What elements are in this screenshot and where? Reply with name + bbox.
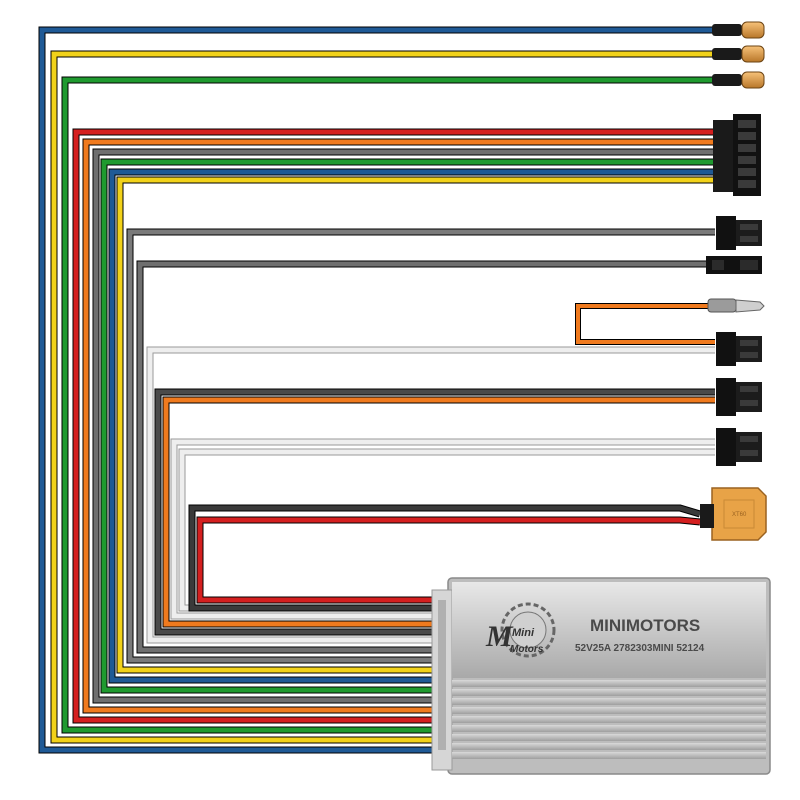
- three-pin-connector-a: [716, 216, 762, 250]
- minimotors-logo: M Mini Motors: [485, 602, 556, 658]
- bullet-connector-group: [707, 21, 765, 313]
- logo-text-bottom: Motors: [510, 644, 544, 655]
- three-pin-connector-b: [716, 332, 762, 366]
- spec-label: 52V25A 2782303MINI 52124: [575, 643, 705, 654]
- xt60-connector: XT60: [700, 487, 767, 541]
- three-pin-connector-c: [716, 378, 762, 416]
- three-pin-connector-d: [716, 428, 762, 466]
- wire-orange-loop: [575, 303, 715, 345]
- logo-text-top: Mini: [512, 627, 535, 639]
- controller-box: M Mini Motors MINIMOTORS 52V25A 2782303M…: [431, 577, 771, 775]
- bullet-connector-1: [712, 21, 765, 39]
- bullet-connector-orange: [707, 298, 765, 313]
- six-pin-connector: [713, 114, 761, 196]
- svg-text:M: M: [485, 620, 514, 653]
- bullet-connector-3: [712, 71, 765, 89]
- bullet-connector-2: [712, 45, 765, 63]
- brand-label: MINIMOTORS: [590, 616, 700, 635]
- two-pin-connector: [706, 256, 762, 274]
- cooling-fins: [452, 680, 766, 759]
- svg-text:XT60: XT60: [732, 512, 747, 518]
